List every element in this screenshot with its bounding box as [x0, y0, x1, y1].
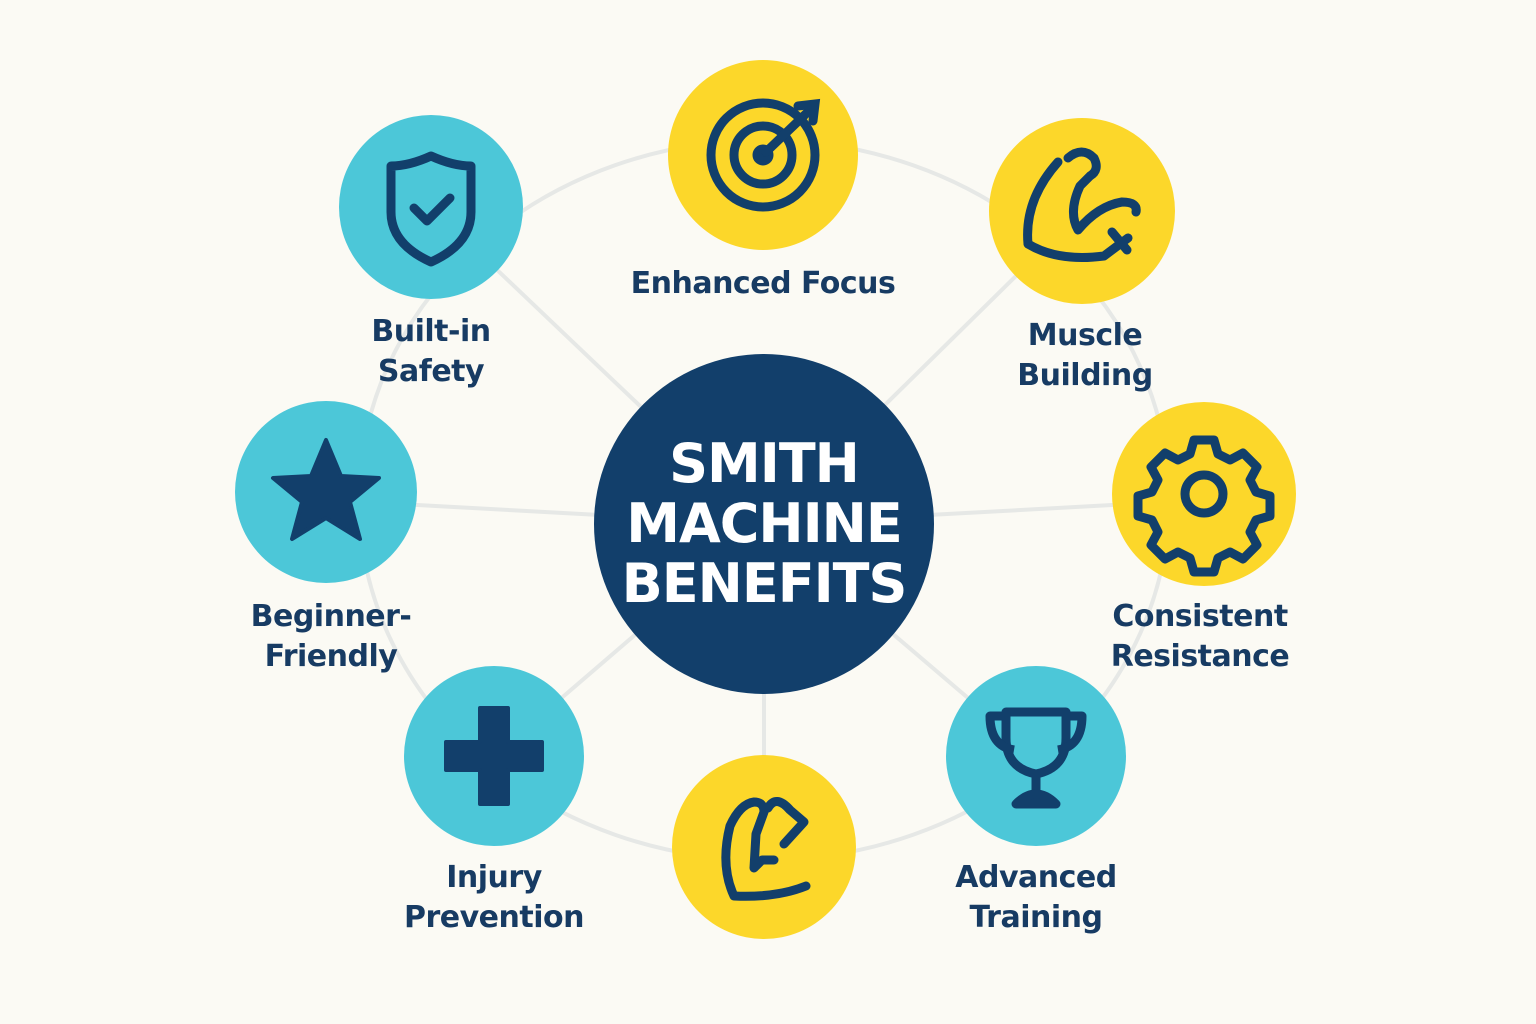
label-consistent-resistance: Consistent Resistance: [1110, 599, 1290, 674]
node-bottom: [672, 755, 856, 939]
label-built-in-safety: Built-in Safety: [371, 314, 491, 389]
node-injury-prevention: [404, 666, 584, 846]
flexed-bicep-icon: [1023, 147, 1141, 262]
star-icon: [271, 438, 381, 541]
label-enhanced-focus: Enhanced Focus: [630, 266, 896, 301]
label-muscle-building: Muscle Building: [1017, 318, 1153, 393]
node-muscle-building: [989, 118, 1175, 304]
node-built-in-safety: [339, 115, 523, 299]
node-consistent-resistance: [1112, 402, 1296, 586]
label-injury-prevention: Injury Prevention: [404, 860, 584, 935]
label-advanced-training: Advanced Training: [955, 860, 1117, 935]
node-enhanced-focus: [668, 60, 858, 250]
diagram-title: SMITH MACHINE BENEFITS: [621, 432, 908, 615]
trophy-icon: [985, 707, 1087, 809]
shield-check-icon: [386, 151, 476, 267]
muscle-arm-icon: [721, 797, 811, 901]
label-beginner-friendly: Beginner-Friendly: [250, 599, 412, 674]
node-advanced-training: [946, 666, 1126, 846]
center-circle: [594, 354, 934, 694]
gear-icon: [1133, 435, 1275, 577]
target-icon: [706, 98, 821, 212]
node-beginner-friendly: [235, 401, 417, 583]
medical-cross-icon: [444, 706, 544, 806]
